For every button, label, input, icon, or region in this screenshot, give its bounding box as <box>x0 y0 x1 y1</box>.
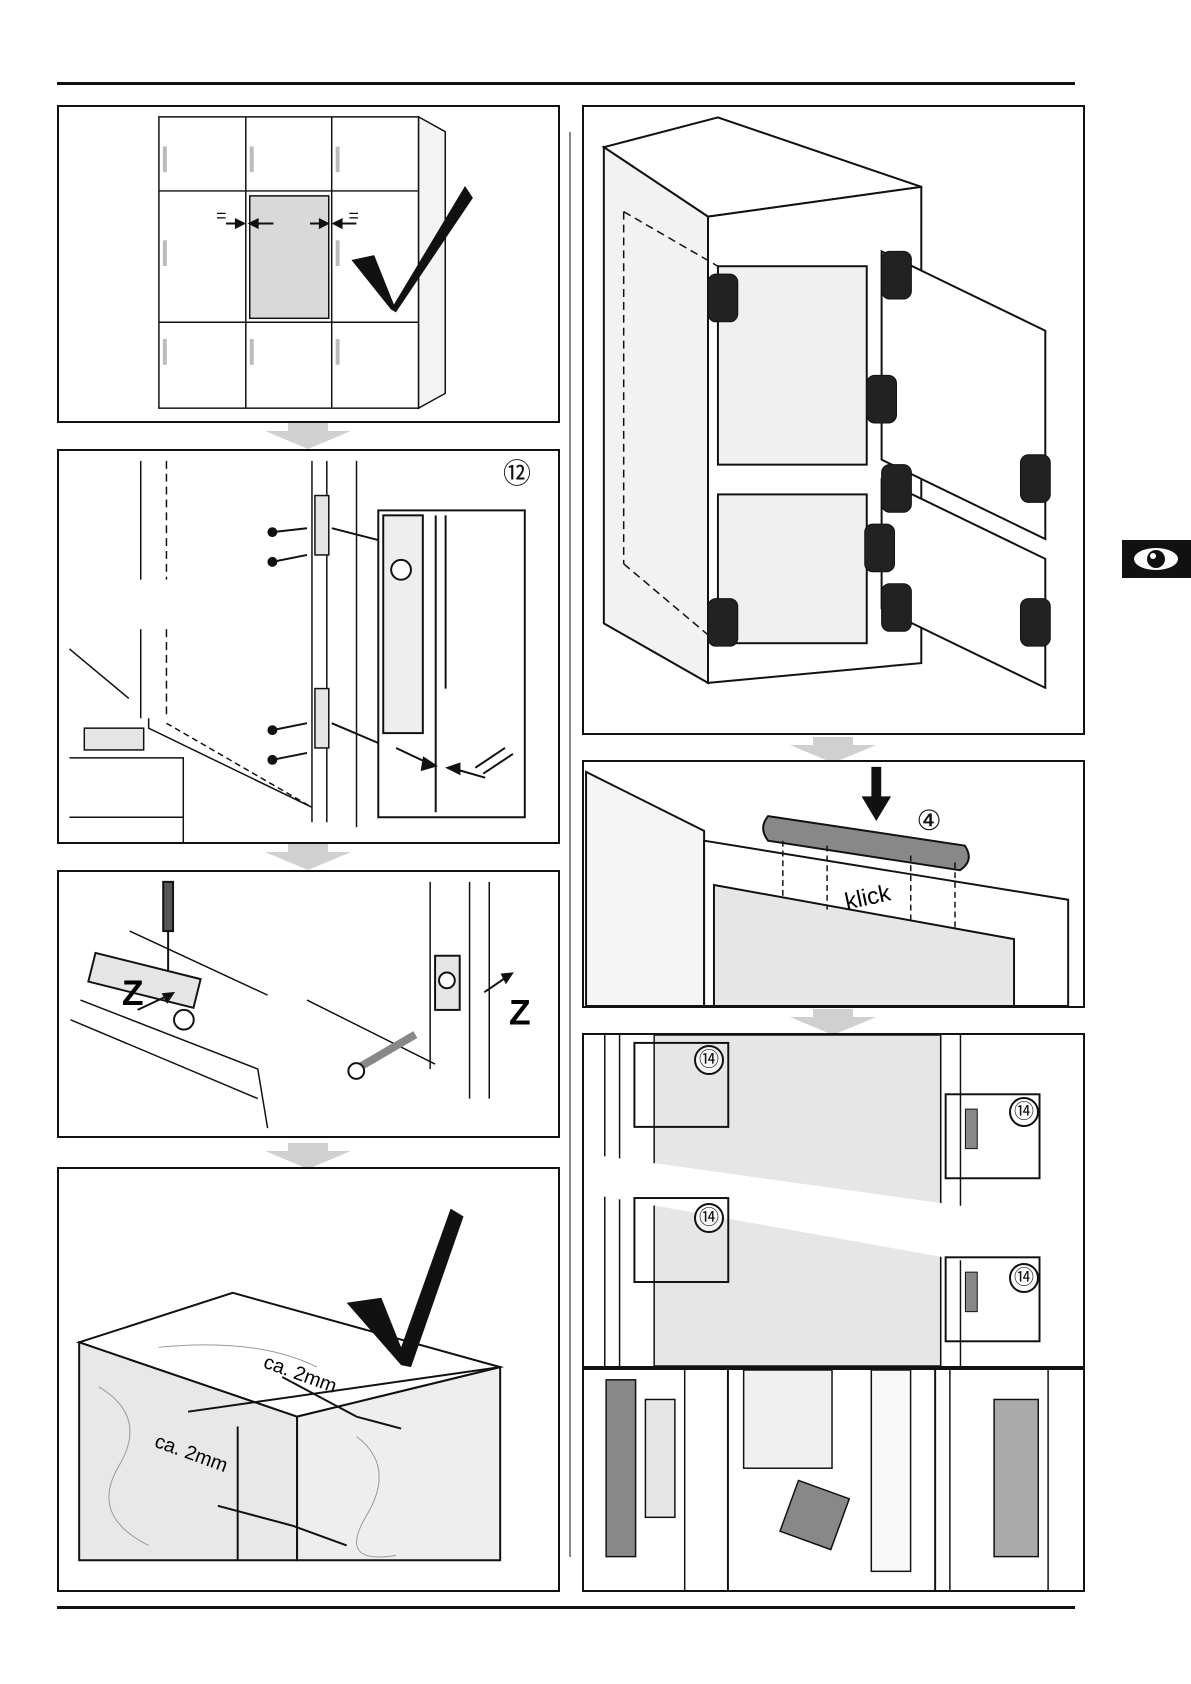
step-number-14-a: ⑭ <box>694 1045 724 1075</box>
step-number-4: ④ <box>914 808 944 838</box>
detail-views-illustration <box>584 1370 1083 1590</box>
hinge-icon-3 <box>867 375 897 423</box>
hinge-icon-9 <box>1021 599 1051 647</box>
z-label-left: Z <box>122 973 144 1013</box>
equal-mark-right: = <box>348 206 358 226</box>
hinge-icon-2 <box>882 251 912 299</box>
panel-cover-strip: klick ④ <box>582 760 1085 1008</box>
down-arrow-3 <box>263 1143 353 1169</box>
cabinet-grid-illustration: = = <box>59 107 558 421</box>
down-arrow-1 <box>263 423 353 449</box>
side-tab <box>1122 540 1191 578</box>
door-callouts-illustration <box>584 1035 1083 1366</box>
cabinet-hinges-illustration <box>584 107 1083 733</box>
panel-adjustment: Z Z <box>57 870 560 1138</box>
down-arrow-5 <box>788 1009 878 1035</box>
hinge-icon-4 <box>882 465 912 513</box>
step-number-12: ⑫ <box>502 461 532 491</box>
panel-door-callouts: ⑭ ⑭ ⑭ ⑭ <box>582 1033 1085 1368</box>
adjustment-illustration: Z Z <box>59 872 558 1136</box>
equal-mark-left: = <box>216 206 226 226</box>
down-arrow-icon <box>862 767 892 821</box>
hinge-icon-1 <box>708 274 738 322</box>
panel-hinge-mounting: ⑫ <box>57 449 560 844</box>
hinge-icon-6 <box>865 524 895 572</box>
step-number-14-d: ⑭ <box>1009 1263 1039 1293</box>
bottom-rule <box>57 1606 1075 1609</box>
step-number-14-b: ⑭ <box>1009 1097 1039 1127</box>
hinge-icon-5 <box>1021 455 1051 503</box>
top-rule <box>57 82 1075 85</box>
step-number-14-c: ⑭ <box>694 1203 724 1233</box>
column-divider <box>568 132 572 1557</box>
gap-check-illustration: ca. 2mm ca. 2mm <box>59 1169 558 1590</box>
hinge-mounting-illustration <box>59 451 558 842</box>
cover-strip-illustration: klick <box>584 762 1083 1006</box>
hinge-icon-8 <box>708 599 738 647</box>
hinge-icon-7 <box>882 584 912 632</box>
down-arrow-2 <box>263 844 353 870</box>
panel-detail-views <box>582 1368 1085 1592</box>
panel-niche-alignment: = = <box>57 105 560 423</box>
panel-gap-check: ca. 2mm ca. 2mm <box>57 1167 560 1592</box>
panel-cabinet-hinges <box>582 105 1085 735</box>
eye-icon <box>1122 540 1191 578</box>
z-label-right: Z <box>509 993 531 1033</box>
